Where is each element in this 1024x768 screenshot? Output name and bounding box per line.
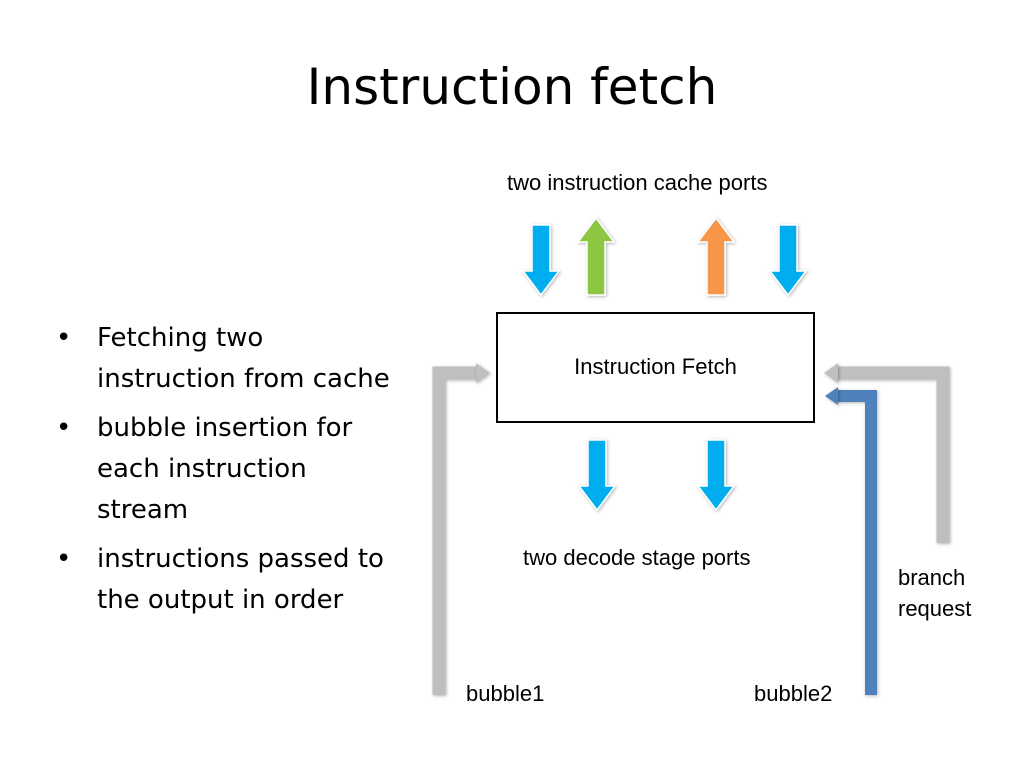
bullet-dot-icon: • <box>56 544 72 574</box>
branch-request-label: branch request <box>898 565 972 621</box>
bullet-text: bubble insertion for each instruction st… <box>97 413 353 525</box>
bullet-item: • bubble insertion for each instruction s… <box>56 408 396 531</box>
bubble1-arrowhead-icon <box>476 363 490 383</box>
slide-title: Instruction fetch <box>306 58 718 116</box>
decode-port-down-arrow-2 <box>696 439 736 512</box>
bullet-dot-icon: • <box>56 413 72 443</box>
branch-request-path <box>836 366 950 543</box>
bubble1-path <box>432 366 478 695</box>
bullet-dot-icon: • <box>56 323 72 353</box>
cache-ports-label: two instruction cache ports <box>507 170 768 195</box>
bubble2-path <box>836 390 877 695</box>
cache-port-up-arrow-1 <box>576 216 616 296</box>
cache-port-up-arrow-2 <box>696 216 736 296</box>
decode-port-down-arrow-1 <box>577 439 617 512</box>
branch-request-arrowhead-icon <box>824 363 838 383</box>
bullet-item: • Fetching two instruction from cache <box>56 318 396 400</box>
instruction-fetch-box: Instruction Fetch <box>496 312 815 423</box>
bullet-text: Fetching two instruction from cache <box>97 323 390 394</box>
bullet-text: instructions passed to the output in ord… <box>97 544 384 615</box>
cache-port-down-arrow-2 <box>768 224 808 297</box>
cache-port-down-arrow-1 <box>521 224 561 297</box>
bullet-item: • instructions passed to the output in or… <box>56 539 396 621</box>
bullet-list: • Fetching two instruction from cache • bu… <box>56 318 396 629</box>
decode-ports-label: two decode stage ports <box>523 545 751 570</box>
bubble2-arrowhead-icon <box>825 387 838 405</box>
bubble2-label: bubble2 <box>754 681 833 706</box>
instruction-fetch-label: Instruction Fetch <box>574 354 737 379</box>
bubble1-label: bubble1 <box>466 681 545 706</box>
